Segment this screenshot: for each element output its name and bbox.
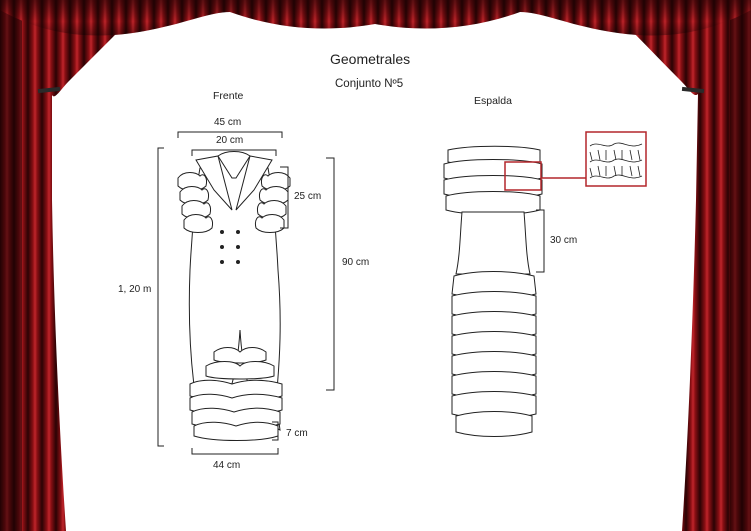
back-waist-height-label: 30 cm [550, 235, 578, 246]
front-collar-width-label: 20 cm [216, 135, 244, 146]
front-dimension-lines [157, 131, 335, 455]
front-garment [177, 151, 291, 441]
dim-ruffle-height [280, 166, 289, 229]
page-title: Geometrales [330, 51, 411, 67]
dim-total-height [157, 147, 164, 447]
dim-hem-ruffle [272, 421, 279, 441]
right-tieback [681, 86, 705, 94]
page-subtitle: Conjunto Nº5 [335, 78, 404, 90]
front-total-height-label: 1, 20 m [118, 284, 152, 295]
front-ruffle-height-label: 25 cm [294, 191, 322, 202]
back-skirt-ruffle [455, 411, 533, 437]
left-curtain [0, 0, 150, 531]
front-inner-ruffle [213, 347, 267, 364]
detail-zoom-box [585, 131, 647, 187]
dim-collar-width [191, 149, 277, 156]
dim-waist-height [536, 209, 545, 273]
back-waist [455, 211, 531, 275]
back-top-ruffle [445, 191, 541, 215]
front-lapel-left [195, 155, 233, 211]
front-inner-ruffle [205, 361, 275, 380]
valance [0, 0, 751, 36]
dim-body-height [326, 157, 335, 391]
back-view-label: Espalda [474, 95, 512, 107]
right-curtain [600, 0, 751, 531]
front-shoulder-ruffle [255, 214, 285, 233]
front-hem-ruffle [193, 421, 279, 441]
detail-zoom-ruffles [589, 142, 643, 179]
detail-callout [504, 131, 647, 191]
dim-top-width [177, 131, 283, 138]
back-garment [443, 145, 543, 437]
front-top-width-label: 45 cm [214, 117, 242, 128]
detail-marker-box [504, 161, 542, 191]
front-lapel-right [235, 155, 273, 211]
front-shoulder-ruffle [183, 214, 213, 233]
front-buttons [220, 230, 240, 264]
front-body-height-label: 90 cm [342, 257, 370, 268]
dim-hem-width [191, 448, 279, 455]
front-view-label: Frente [213, 90, 244, 102]
front-collar [217, 151, 251, 179]
front-hem-ruffle-label: 7 cm [286, 428, 308, 439]
front-hem-width-label: 44 cm [213, 460, 241, 471]
left-tieback [37, 86, 61, 94]
